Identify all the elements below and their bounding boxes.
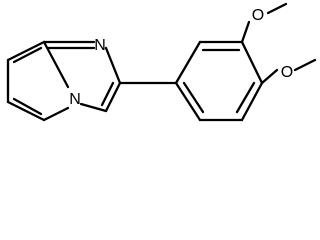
imidazole-ring — [42, 40, 122, 113]
imidazole-nitrogen-label: N — [94, 37, 106, 54]
pyridine-ring — [6, 40, 70, 122]
phenyl-ring — [118, 40, 264, 122]
chemical-structure: N N O O — [6, 2, 317, 122]
bridgehead-nitrogen-label: N — [69, 91, 81, 108]
upper-methoxy-oxygen-label: O — [252, 7, 264, 24]
lower-methoxy-oxygen-label: O — [281, 64, 293, 81]
methoxy-groups — [240, 2, 317, 85]
